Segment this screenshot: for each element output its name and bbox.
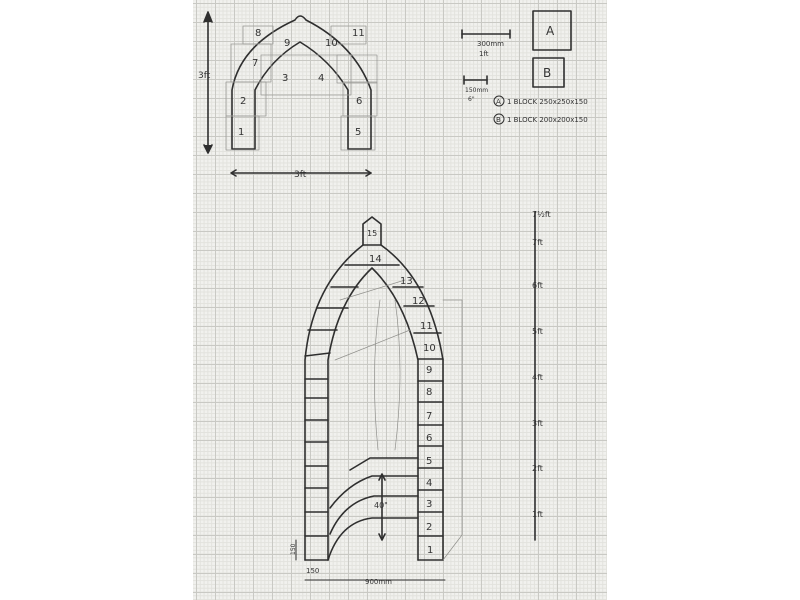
- legend-text-a: 1 BLOCK 250x250x150: [507, 98, 588, 106]
- block-3: 3: [426, 499, 432, 510]
- height-tick-5ft: 5ft: [532, 327, 543, 336]
- height-tick-7-5ft: 7½ft: [532, 210, 551, 219]
- block-a-label: A: [546, 24, 555, 38]
- grid-paper-sheet: [193, 0, 607, 600]
- height-tick-3ft: 3ft: [532, 419, 543, 428]
- height-tick-7ft: 7ft: [532, 238, 543, 247]
- height-tick-1ft: 1ft: [532, 510, 543, 519]
- block-13: 13: [400, 276, 413, 287]
- height-tick-2ft: 2ft: [532, 464, 543, 473]
- small-block-2: 2: [240, 96, 246, 107]
- base-width-label: 150: [306, 567, 319, 575]
- small-block-6: 6: [356, 96, 362, 107]
- scale-150-imperial: 6": [468, 96, 475, 103]
- inner-dim-label: 40": [374, 501, 388, 510]
- small-block-1: 1: [238, 127, 244, 138]
- base-height-label: 150: [290, 543, 297, 555]
- legend-marker-a: A: [496, 98, 501, 106]
- block-b-swatch: [532, 57, 565, 88]
- small-block-10: 10: [325, 38, 338, 49]
- block-8: 8: [426, 387, 432, 398]
- block-14: 14: [369, 254, 382, 265]
- block-15: 15: [367, 229, 377, 238]
- small-block-5: 5: [355, 127, 361, 138]
- height-tick-6ft: 6ft: [532, 281, 543, 290]
- block-5: 5: [426, 456, 432, 467]
- block-4: 4: [426, 478, 432, 489]
- scale-300-imperial: 1ft: [479, 50, 489, 58]
- small-width-label: 3ft: [294, 170, 307, 180]
- small-block-9: 9: [284, 38, 290, 49]
- small-height-label: 3ft: [198, 71, 211, 81]
- block-2: 2: [426, 522, 432, 533]
- small-block-4: 4: [318, 73, 324, 84]
- block-b-label: B: [543, 66, 551, 80]
- block-a-swatch: [532, 10, 572, 51]
- block-1: 1: [427, 545, 433, 556]
- small-arch-elevation: [203, 11, 378, 177]
- span-label: 900mm: [365, 578, 392, 586]
- block-6: 6: [426, 433, 432, 444]
- block-12: 12: [412, 296, 425, 307]
- scale-300-label: 300mm: [477, 40, 504, 48]
- scale-bars: [461, 29, 511, 85]
- small-block-11: 11: [352, 28, 365, 39]
- legend-marker-b: B: [496, 116, 501, 124]
- height-tick-4ft: 4ft: [532, 373, 543, 382]
- block-11: 11: [420, 321, 433, 332]
- block-7: 7: [426, 411, 432, 422]
- legend-text-b: 1 BLOCK 200x200x150: [507, 116, 588, 124]
- scale-150-label: 150mm: [465, 87, 488, 94]
- small-block-8: 8: [255, 28, 261, 39]
- small-block-7: 7: [252, 58, 258, 69]
- small-block-3: 3: [282, 73, 288, 84]
- large-arch-elevation: [295, 216, 463, 581]
- block-10: 10: [423, 343, 436, 354]
- block-9: 9: [426, 365, 432, 376]
